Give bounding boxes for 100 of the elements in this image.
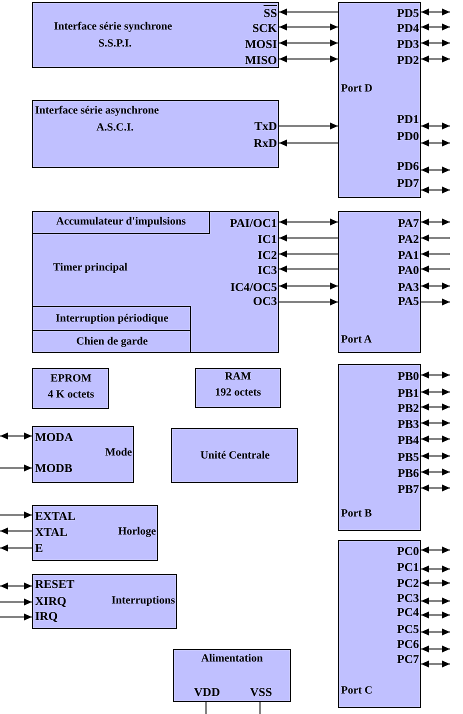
pin-label: OC3	[253, 295, 277, 307]
bidirectional-arrow	[420, 388, 450, 396]
pin-label: SS	[264, 7, 277, 19]
pin-label: SCK	[252, 22, 277, 34]
pin-label: PB5	[398, 451, 419, 463]
pin-label: PD3	[397, 38, 419, 50]
pin-label: PA2	[398, 233, 419, 245]
sub-block	[32, 211, 210, 234]
memory-block	[195, 368, 281, 408]
pin-label: MODA	[35, 431, 73, 443]
bidirectional-arrow	[420, 452, 450, 460]
block-label: S.S.P.I.	[98, 38, 132, 50]
port-block	[338, 364, 421, 531]
pin-label: PD2	[397, 54, 419, 66]
arrow	[278, 122, 338, 130]
pin-label: PC7	[397, 653, 419, 665]
arrow	[0, 614, 32, 620]
cpu-block	[171, 428, 298, 483]
bidirectional-arrow	[420, 468, 450, 476]
bidirectional-arrow	[420, 8, 450, 16]
pin-label: MISO	[244, 54, 277, 66]
pin-label: PC0	[397, 545, 419, 557]
pin-label: PAI/OC1	[230, 217, 277, 229]
pin-label: PD7	[397, 177, 419, 189]
bidirectional-arrow	[420, 598, 450, 604]
pin-label: RxD	[254, 137, 277, 149]
pin-label: PA3	[398, 281, 419, 293]
block-label: 192 octets	[214, 388, 262, 398]
pin-label: PD5	[397, 7, 419, 19]
block-title: Unité Centrale	[200, 450, 270, 462]
pin-label: PC1	[397, 561, 419, 573]
block-title: RAM	[224, 372, 252, 382]
pin-label: PB4	[398, 434, 419, 446]
bidirectional-arrow	[420, 56, 450, 62]
bidirectional-arrow	[420, 660, 450, 668]
bidirectional-arrow	[420, 628, 450, 636]
block-label: Port A	[341, 334, 372, 346]
block-title: Accumulateur d'impulsions	[56, 216, 186, 228]
pin-label: MODB	[35, 462, 72, 474]
bidirectional-arrow	[420, 186, 450, 194]
pin-label: TxD	[254, 120, 277, 132]
bidirectional-arrow	[420, 166, 450, 174]
pin-label: PD4	[397, 22, 419, 34]
pin-label: IC4/OC5	[230, 281, 277, 293]
bidirectional-arrow	[420, 40, 450, 46]
block-title: Interface série synchrone	[54, 22, 172, 32]
block-label: Interruptions	[111, 596, 175, 606]
pin-label: PD6	[397, 160, 419, 172]
block-title: EPROM	[50, 374, 92, 384]
bidirectional-arrow	[420, 372, 450, 378]
timer-block	[32, 211, 279, 353]
pin-label: PA5	[398, 295, 419, 307]
block-title: Interface série asynchrone	[35, 106, 159, 116]
memory-block	[32, 368, 109, 409]
block-label: Port C	[341, 686, 372, 696]
bidirectional-arrow	[420, 282, 450, 290]
pin-label: PA1	[398, 249, 419, 261]
port-block	[338, 540, 421, 708]
block-label: Horloge	[118, 526, 156, 538]
sub-block	[32, 306, 191, 331]
block-label: A.S.C.I.	[96, 122, 134, 134]
function-block	[32, 100, 279, 168]
pin-label: PD0	[397, 130, 419, 142]
pin-label: PC4	[397, 606, 419, 618]
block-title: Alimentation	[201, 654, 263, 664]
bidirectional-arrow	[420, 140, 450, 146]
arrow	[0, 544, 32, 552]
pin-label: PB0	[398, 370, 419, 382]
pin-label: IC2	[258, 249, 277, 261]
pin-label: PB7	[398, 483, 419, 495]
bidirectional-arrow	[278, 282, 338, 290]
arrow	[420, 250, 450, 258]
port-block	[338, 2, 421, 198]
pin-label: IC3	[258, 264, 277, 276]
arrow	[420, 266, 450, 272]
bidirectional-arrow	[420, 566, 450, 572]
arrow	[278, 250, 338, 258]
arrow	[0, 528, 32, 534]
bidirectional-arrow	[278, 40, 338, 46]
port-block	[338, 211, 421, 353]
bidirectional-arrow	[278, 218, 338, 226]
arrow	[420, 234, 450, 242]
bidirectional-arrow	[420, 218, 450, 226]
block-label: Mode	[105, 448, 132, 458]
pin-label: E	[35, 542, 44, 554]
bidirectional-arrow	[0, 582, 32, 590]
bidirectional-arrow	[420, 612, 450, 618]
pin-label: VDD	[194, 686, 220, 698]
arrow	[278, 266, 338, 272]
bidirectional-arrow	[420, 122, 450, 130]
block-title: Interruption périodique	[56, 314, 168, 324]
bidirectional-arrow	[420, 484, 450, 492]
arrow	[278, 298, 338, 306]
function-block	[32, 426, 134, 483]
pin-label: PC6	[397, 638, 419, 650]
arrow	[420, 298, 450, 306]
bidirectional-arrow	[0, 432, 32, 440]
arrow	[0, 464, 32, 472]
pin-label: XIRQ	[35, 595, 66, 607]
pin-label: PB6	[398, 467, 419, 479]
